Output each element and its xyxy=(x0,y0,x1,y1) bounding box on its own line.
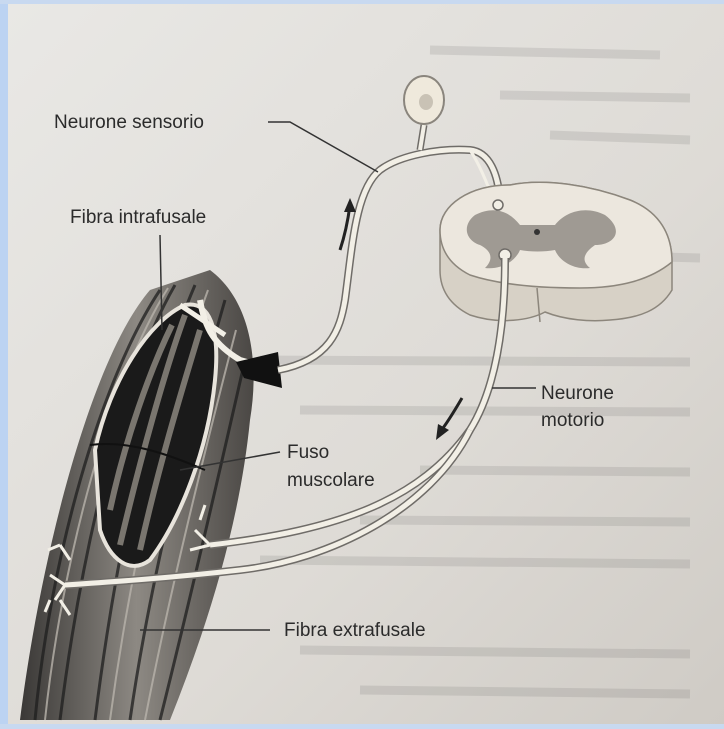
label-sensory-neuron: Neurone sensorio xyxy=(54,112,204,133)
label-intrafusal-fiber: Fibra intrafusale xyxy=(70,207,206,228)
label-spindle-line1: Fuso xyxy=(287,442,329,463)
label-motor-neuron-line2: motorio xyxy=(541,410,604,431)
label-motor-neuron-line1: Neurone xyxy=(541,383,614,404)
label-extrafusal-fiber: Fibra extrafusale xyxy=(284,620,426,641)
label-spindle-line2: muscolare xyxy=(287,470,375,491)
spinal-cord-section xyxy=(440,182,672,322)
